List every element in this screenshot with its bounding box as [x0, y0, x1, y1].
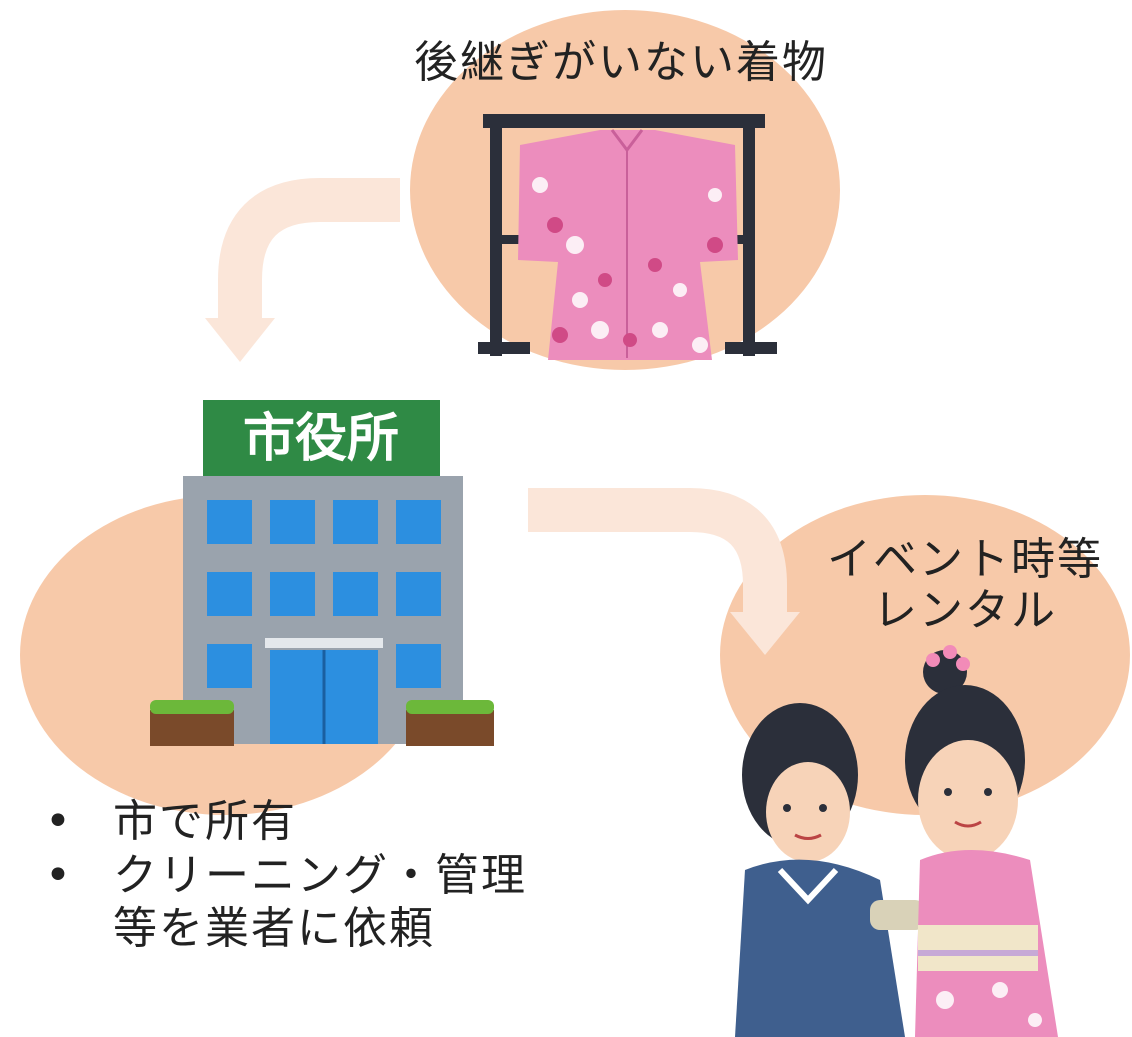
bullet-item: • クリーニング・管理 等を業者に依頼	[45, 849, 527, 956]
city-hall-building-icon: 市役所	[150, 400, 494, 746]
arrow-to-city-hall-head	[205, 318, 275, 362]
kimono-on-stand-icon	[478, 114, 777, 360]
rental-caption-line-1: イベント時等	[827, 534, 1103, 585]
city-hall-sign: 市役所	[243, 409, 399, 469]
arrow-to-rental-head	[730, 612, 800, 655]
kimono-dressing-people-icon	[735, 645, 1058, 1037]
bullet-icon: •	[45, 849, 73, 901]
rental-caption: イベント時等 レンタル	[800, 534, 1130, 636]
kimono-caption: 後継ぎがいない着物	[414, 37, 828, 88]
bullet-text: クリーニング・管理	[113, 849, 527, 901]
bullet-text: 市で所有	[113, 796, 297, 847]
bullet-icon: •	[45, 796, 73, 847]
arrow-to-city-hall	[218, 178, 400, 318]
ownership-bullet-list: • 市で所有 • クリーニング・管理 等を業者に依頼	[45, 795, 527, 956]
bullet-item: • 市で所有	[45, 795, 527, 849]
rental-caption-line-2: レンタル	[873, 584, 1057, 636]
arrow-to-rental	[528, 488, 787, 615]
bullet-text-continued: 等を業者に依頼	[113, 903, 435, 955]
